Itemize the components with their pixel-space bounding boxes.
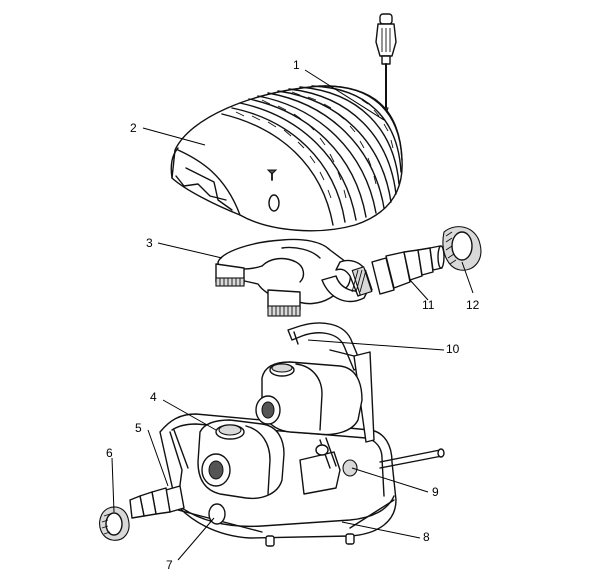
callout-2: 2 xyxy=(130,121,137,135)
callout-labels: 1 2 3 4 5 6 7 8 9 10 11 12 xyxy=(106,58,480,572)
callout-9: 9 xyxy=(432,485,439,499)
callout-1: 1 xyxy=(293,58,300,72)
callout-12: 12 xyxy=(466,298,480,312)
screwdriver xyxy=(375,13,397,116)
pump-base xyxy=(159,349,445,547)
callout-7: 7 xyxy=(166,558,173,572)
callout-5: 5 xyxy=(135,421,142,435)
t-manifold xyxy=(215,238,373,317)
callout-10: 10 xyxy=(446,342,460,356)
leader-lines xyxy=(111,69,474,561)
grille-cover xyxy=(170,85,403,232)
callout-3: 3 xyxy=(146,236,153,250)
inlet-adapter xyxy=(129,485,185,519)
callout-11: 11 xyxy=(422,298,435,312)
callout-8: 8 xyxy=(423,530,430,544)
callout-6: 6 xyxy=(106,446,113,460)
union-nut-12 xyxy=(442,226,482,271)
union-nut-6 xyxy=(99,506,130,541)
callout-4: 4 xyxy=(150,390,157,404)
hose-adapter xyxy=(371,245,445,295)
